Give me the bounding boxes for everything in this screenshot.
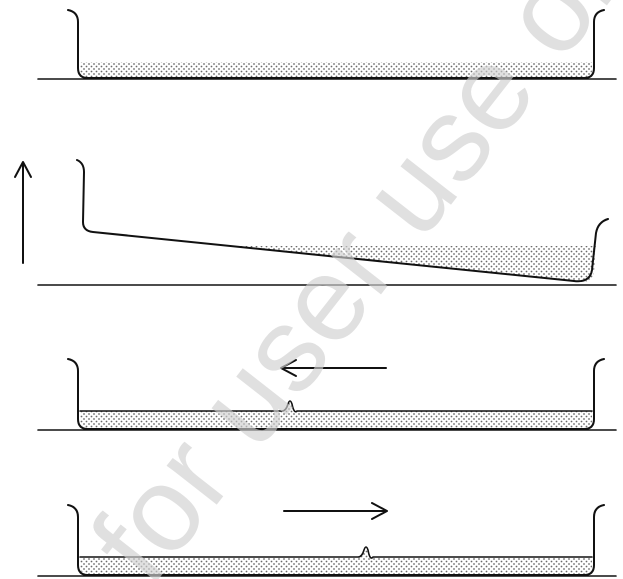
panel-1-level-tray xyxy=(37,9,617,80)
fluid xyxy=(80,401,592,428)
panel-2-tilted-tray xyxy=(14,159,617,286)
wave-crest xyxy=(79,546,593,559)
up-arrow-head xyxy=(14,161,32,178)
right-arrow-head xyxy=(371,502,388,520)
tray-outline xyxy=(67,358,605,430)
fluid xyxy=(80,547,592,574)
panel-4-wave-right-tray xyxy=(37,502,617,577)
watermark: for user use only xyxy=(65,0,623,579)
panel-3-wave-left-tray xyxy=(37,358,617,431)
tray-outline xyxy=(67,9,605,79)
tray-outline xyxy=(67,504,605,576)
left-arrow-head xyxy=(280,359,297,377)
wave-crest xyxy=(79,400,593,413)
tray-outline xyxy=(76,159,609,283)
fluid xyxy=(80,62,592,77)
